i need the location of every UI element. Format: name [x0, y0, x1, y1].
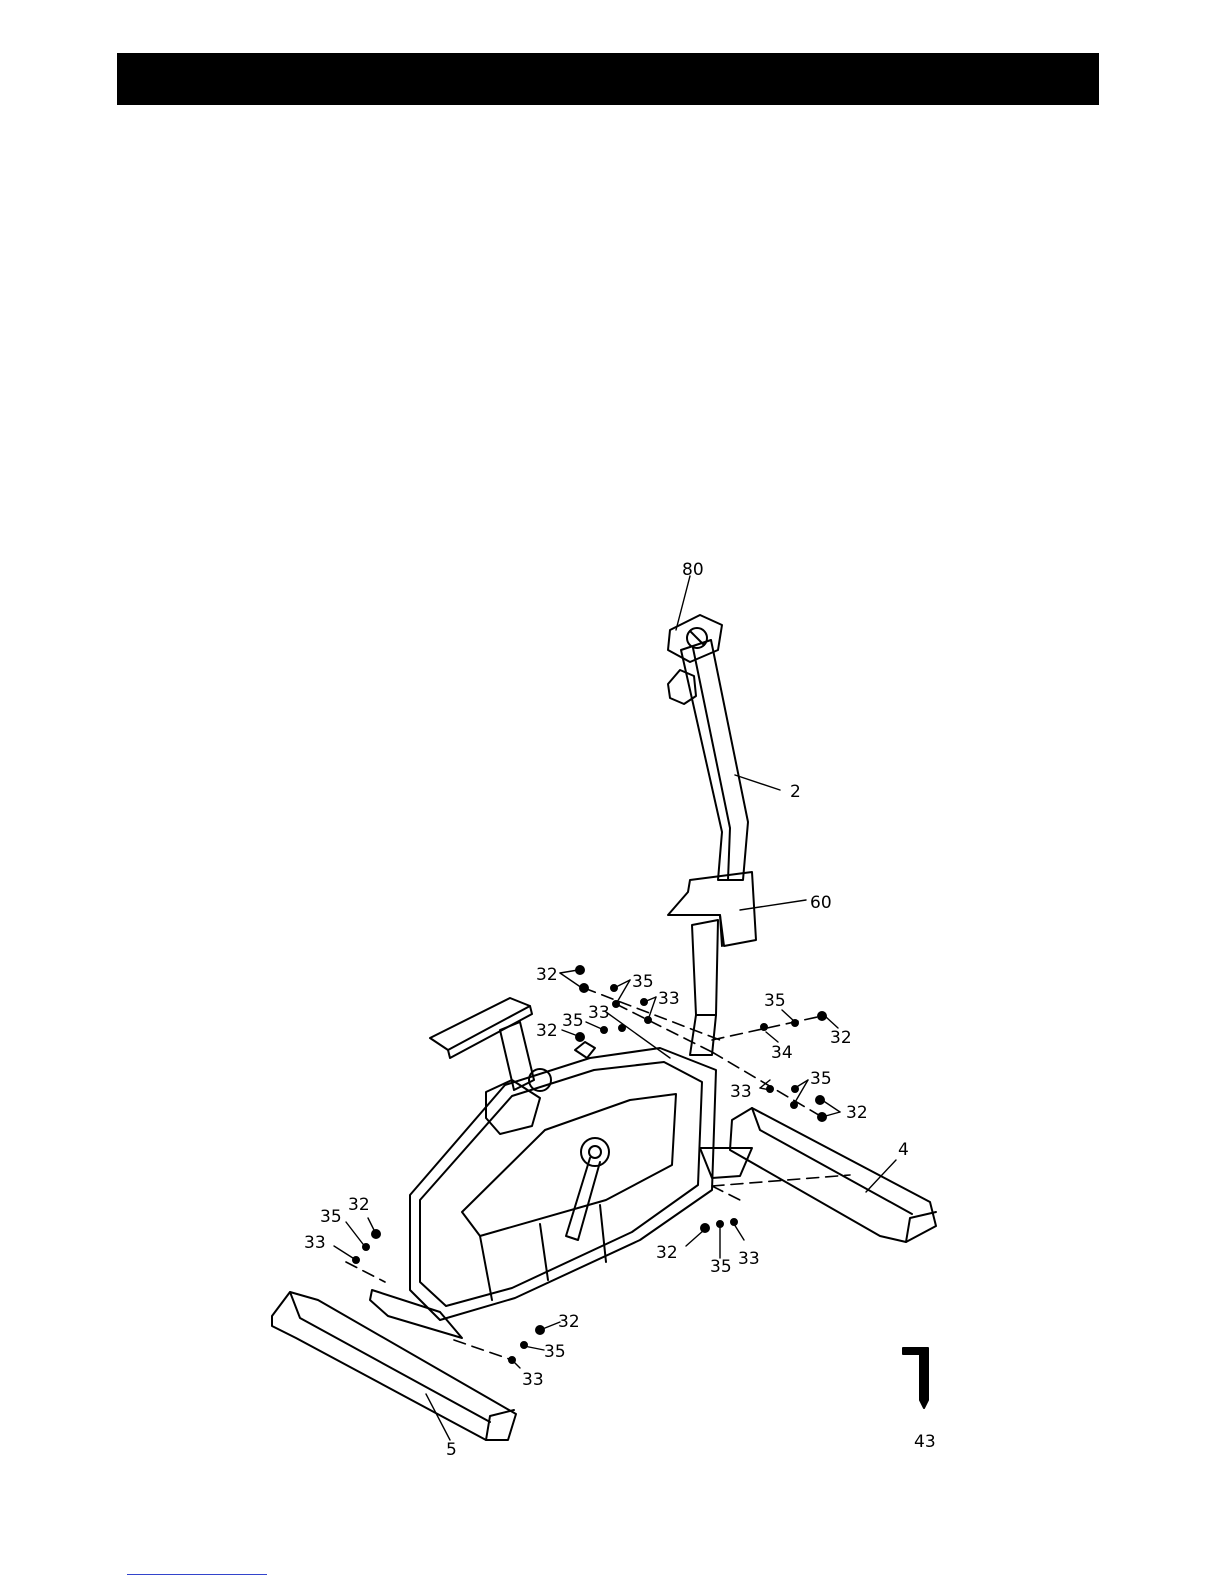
leader-lines [334, 576, 896, 1440]
frame-brackets [370, 1148, 752, 1338]
callout-33: 33 [730, 1082, 752, 1102]
callout-60: 60 [810, 893, 832, 913]
callout-33: 33 [658, 989, 680, 1009]
callout-32: 32 [846, 1103, 868, 1123]
callout-35: 35 [632, 972, 654, 992]
callout-33: 33 [738, 1249, 760, 1269]
main-frame-housing [410, 1048, 716, 1320]
callout-35: 35 [320, 1207, 342, 1227]
callout-33: 33 [588, 1003, 610, 1023]
callout-35: 35 [710, 1257, 732, 1277]
callout-4: 4 [898, 1140, 909, 1160]
callout-32: 32 [558, 1312, 580, 1332]
callout-32: 32 [830, 1028, 852, 1048]
callout-35: 35 [544, 1342, 566, 1362]
callout-34: 34 [771, 1043, 793, 1063]
callout-2: 2 [790, 782, 801, 802]
callout-32: 32 [656, 1243, 678, 1263]
callout-32: 32 [348, 1195, 370, 1215]
callout-35: 35 [764, 991, 786, 1011]
allen-wrench [903, 1348, 928, 1408]
callout-5: 5 [446, 1440, 457, 1460]
callout-43: 43 [914, 1432, 936, 1452]
bottom-link-underline [127, 1574, 267, 1575]
callout-33: 33 [304, 1233, 326, 1253]
callout-35: 35 [562, 1011, 584, 1031]
callout-32: 32 [536, 965, 558, 985]
handlebar-post [668, 615, 748, 880]
callout-33: 33 [522, 1370, 544, 1390]
callout-32: 32 [536, 1021, 558, 1041]
post-shroud [668, 872, 756, 1055]
part-callouts: 80 2 60 32 35 33 33 32 35 35 32 34 33 35… [304, 560, 936, 1460]
front-stabilizer [730, 1108, 936, 1242]
callout-80: 80 [682, 560, 704, 580]
callout-35: 35 [810, 1069, 832, 1089]
rear-stabilizer [272, 1292, 516, 1440]
